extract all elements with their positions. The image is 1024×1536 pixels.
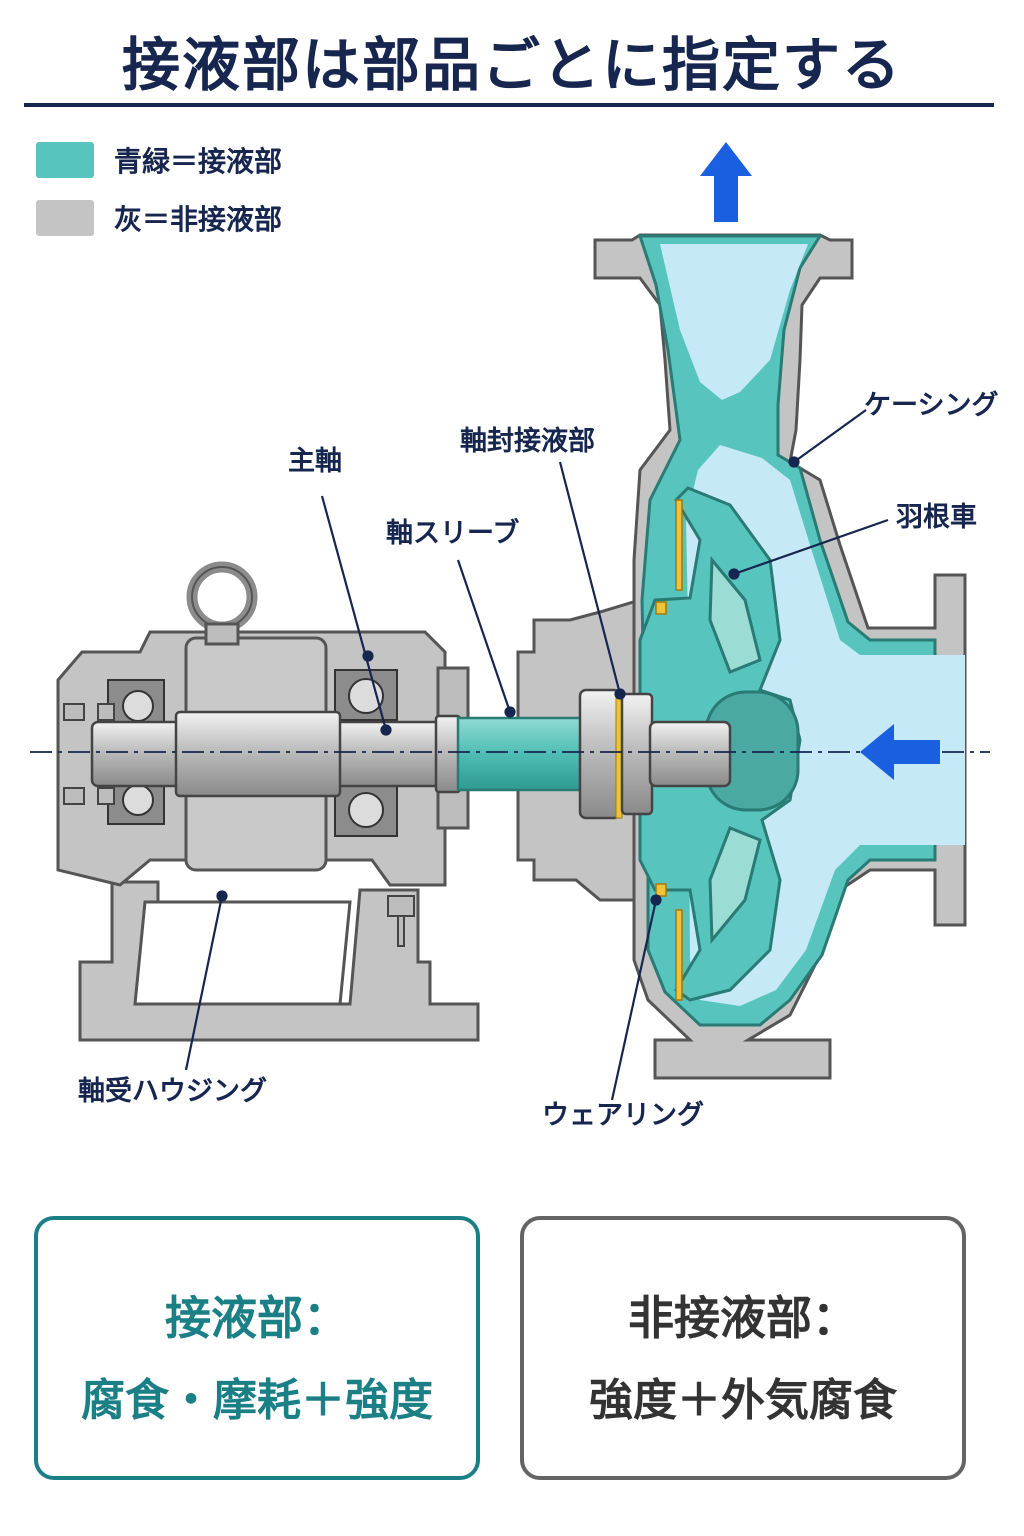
leader-casing [793, 409, 867, 463]
main-shaft-hub [174, 710, 342, 798]
wetted-summary-box: 接液部： 腐食・摩耗＋強度 [34, 1216, 480, 1480]
eyebolt-icon [186, 561, 258, 646]
leader-dot-shaft-sleeve [504, 706, 516, 718]
label-main-shaft: 主軸 [288, 446, 342, 477]
title-underline [24, 103, 994, 107]
leader-shaft-sleeve [456, 559, 512, 713]
leader-dot-wear-ring [650, 894, 662, 906]
leader-dot-impeller [728, 568, 740, 580]
seal-ring-face [620, 692, 654, 816]
leader-dot-casing [788, 456, 800, 468]
legend-item-non-wetted: 灰＝非接液部 [36, 200, 282, 236]
wetted-box-body: 腐食・摩耗＋強度 [81, 1375, 433, 1426]
bolt-heads [63, 703, 415, 947]
leader-dot-main-shaft [380, 724, 392, 736]
leader-dot-bearing-housing [216, 890, 228, 902]
legend-swatch-wetted [36, 142, 94, 178]
leader-wear-ring [610, 899, 658, 1101]
non-wetted-box-body: 強度＋外気腐食 [589, 1375, 897, 1426]
leader-impeller [733, 518, 889, 576]
bearing-balls [107, 669, 398, 837]
leader-main-shaft [320, 495, 388, 731]
label-shaft-sleeve: 軸スリーブ [386, 517, 519, 549]
wear-ring [655, 499, 683, 1001]
arrow-up-icon [700, 142, 752, 222]
label-casing: ケーシング [864, 389, 998, 421]
arrow-left-icon [860, 724, 940, 780]
label-impeller: 羽根車 [896, 502, 977, 533]
legend-item-wetted: 青緑＝接液部 [36, 142, 282, 178]
impeller-shaft [648, 720, 732, 788]
non-wetted-summary-box: 非接液部： 強度＋外気腐食 [520, 1216, 966, 1480]
leader-shaft-seal [558, 461, 622, 695]
wetted-box-title: 接液部： [165, 1291, 349, 1345]
label-shaft-seal-wetted: 軸封接液部 [460, 425, 595, 457]
leader-bearing-housing [184, 895, 224, 1071]
non-wetted-box-title: 非接液部： [628, 1291, 858, 1345]
legend-swatch-non-wetted [36, 200, 94, 236]
shaft-sleeve [456, 716, 584, 792]
seal-ring-gray [578, 688, 622, 820]
legend-label-wetted: 青緑＝接液部 [114, 145, 283, 178]
leader-dot-shaft-seal [614, 688, 626, 700]
water-channel [660, 244, 808, 400]
shaft-collar [434, 714, 462, 794]
legend-label-non-wetted: 灰＝非接液部 [114, 203, 283, 236]
label-bearing-housing: 軸受ハウジング [78, 1075, 267, 1107]
page-title: 接液部は部品ごとに指定する [121, 31, 902, 99]
label-wear-ring: ウェアリング [542, 1099, 704, 1131]
leader-dot-housing-top [362, 650, 374, 662]
